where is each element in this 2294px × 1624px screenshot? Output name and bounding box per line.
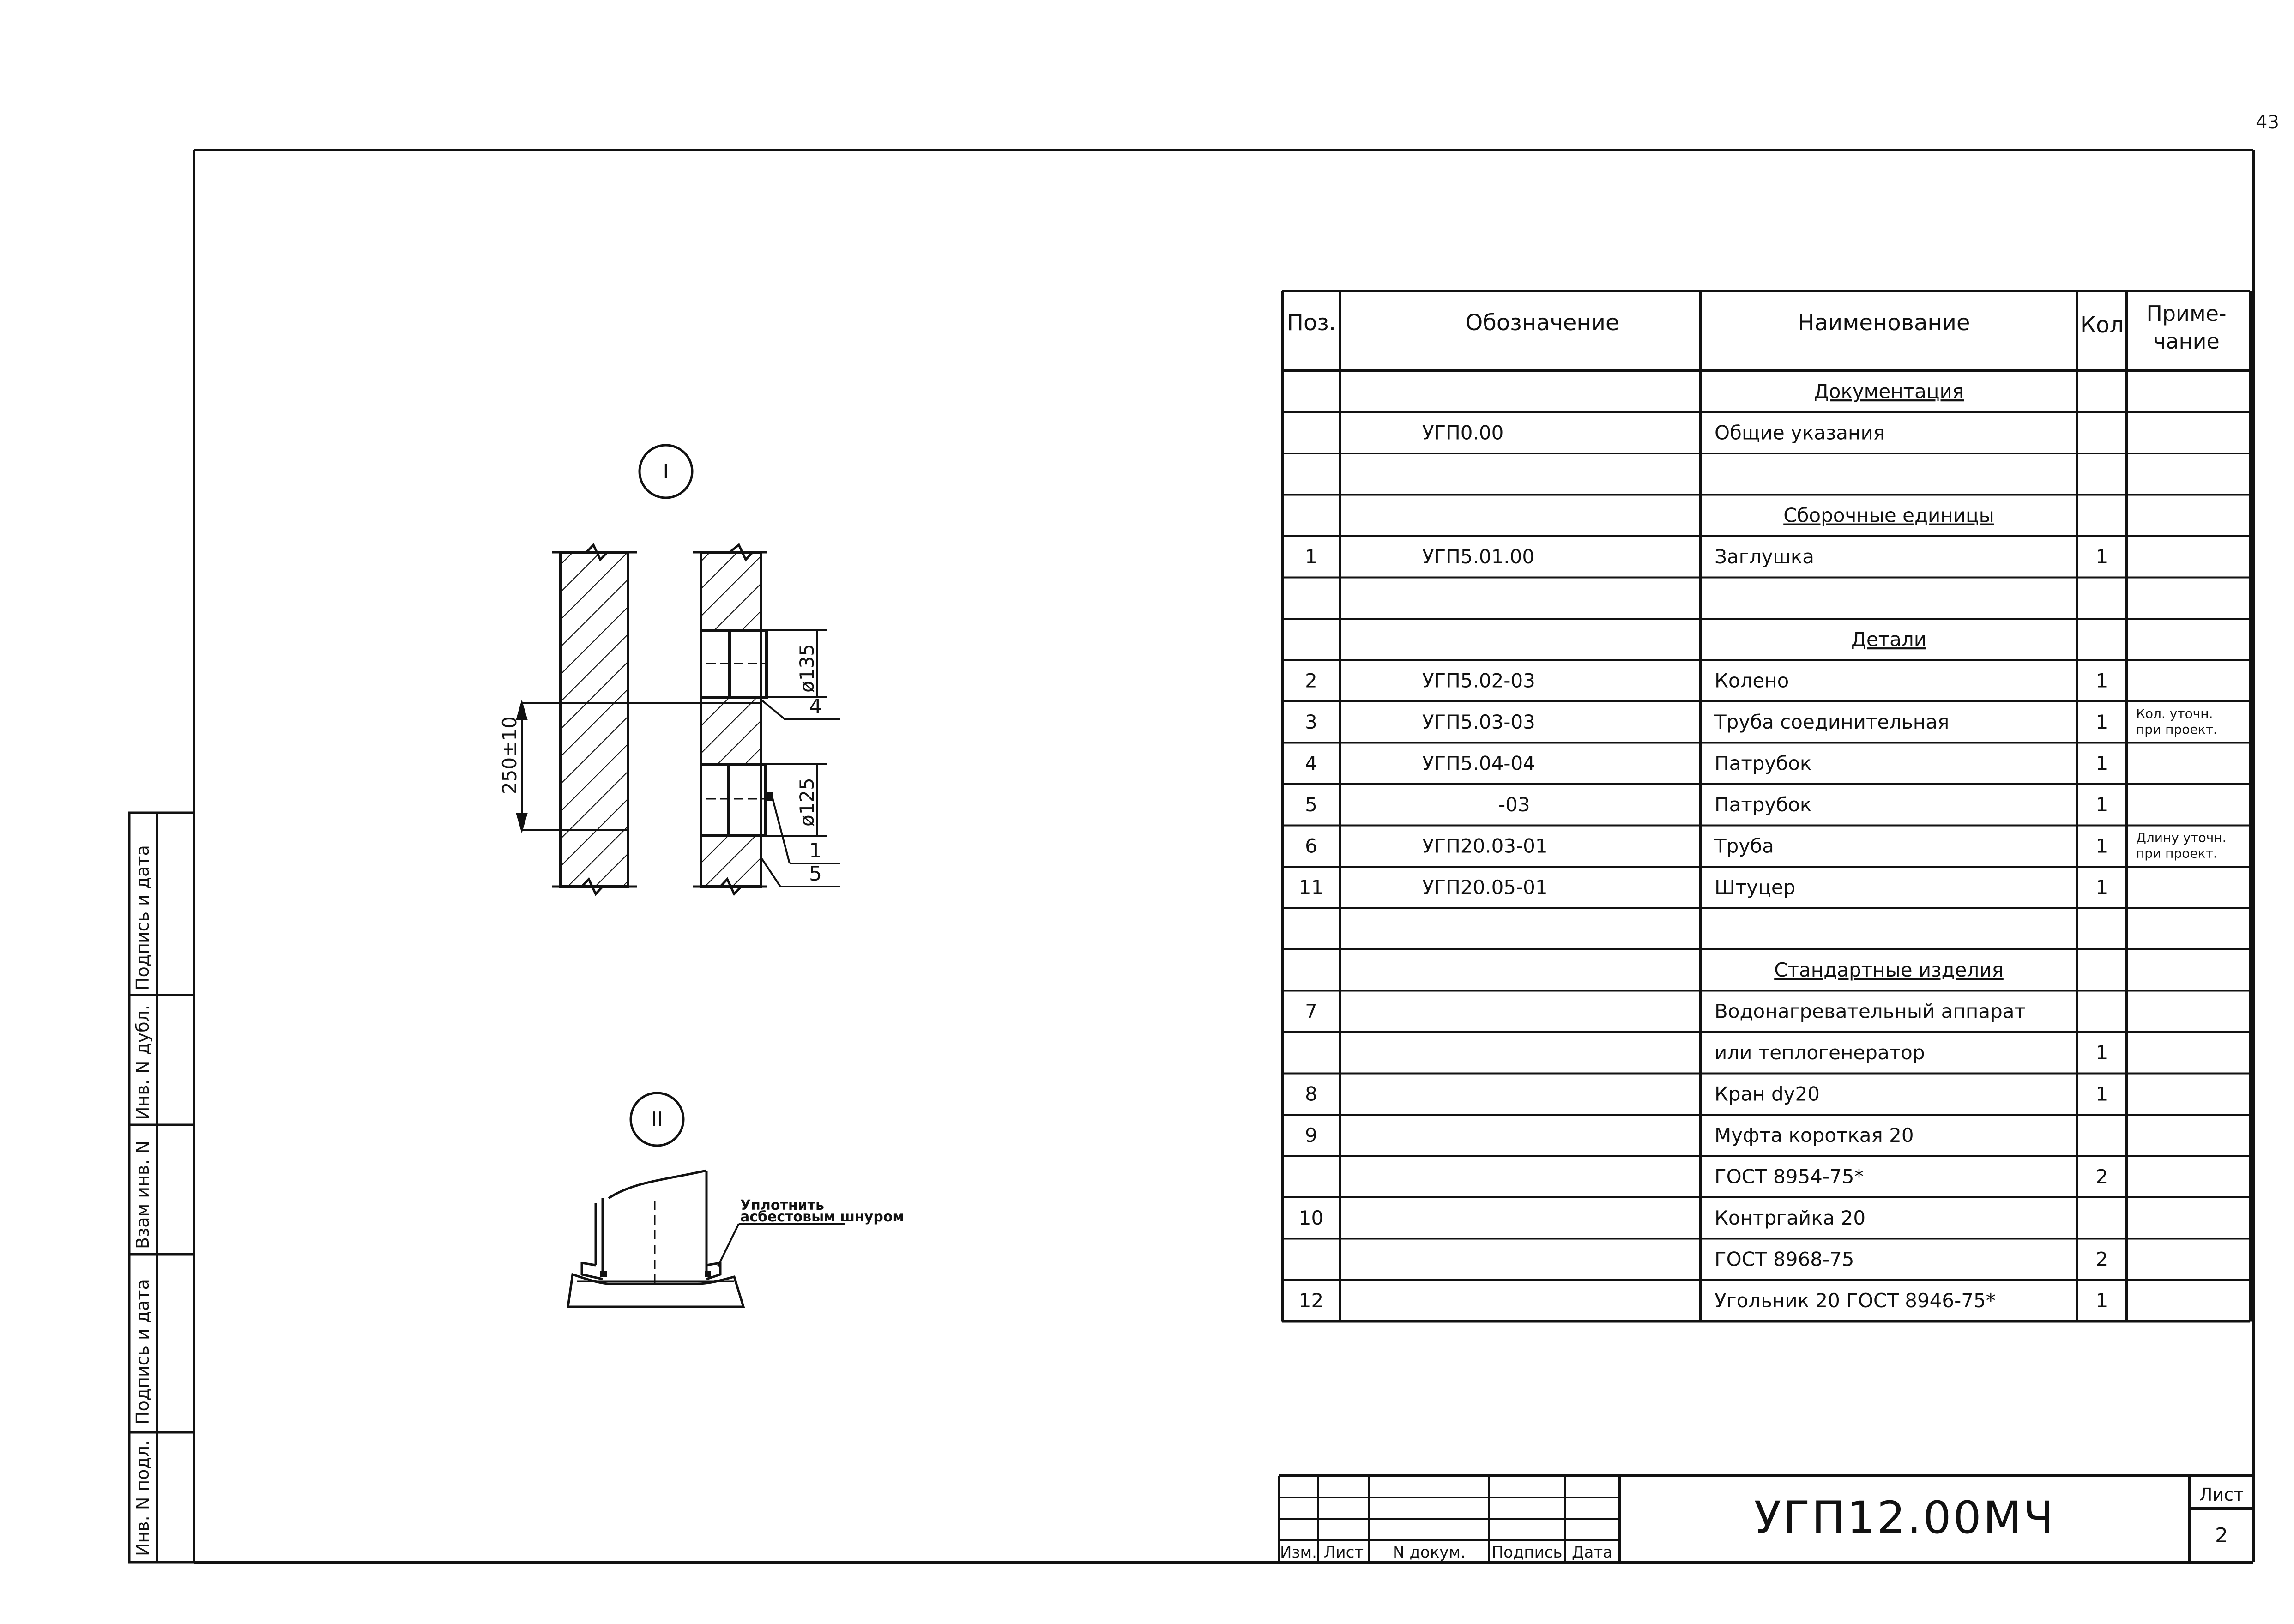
header-note-line2: чание xyxy=(2153,329,2220,354)
sheet-number: 2 xyxy=(2215,1524,2228,1547)
table-cell-pos: 12 xyxy=(1299,1289,1323,1312)
title-label-doc: N докум. xyxy=(1393,1543,1466,1562)
table-cell-designation: УГП20.05-01 xyxy=(1422,876,1548,899)
table-cell-designation: УГП0.00 xyxy=(1422,422,1503,444)
view-1: I xyxy=(498,444,840,896)
table-cell-name: или теплогенератор xyxy=(1714,1041,1925,1064)
side-stamp-field-3: Взам инв. N xyxy=(133,1141,153,1249)
leader-label-4: 4 xyxy=(809,695,822,718)
table-cell-designation: УГП5.03-03 xyxy=(1422,711,1535,733)
document-code: УГП12.00МЧ xyxy=(1754,1492,2056,1544)
title-block: Изм. Лист N докум. Подпись Дата УГП12.00… xyxy=(1278,1474,2253,1562)
side-stamp-field-4: Инв. N дубл. xyxy=(133,1005,153,1120)
view-2: II Уплотнить асбестовым шнуром xyxy=(567,1092,904,1308)
table-cell-name: Труба xyxy=(1714,835,1774,857)
header-qty: Кол xyxy=(2080,312,2124,338)
table-cell-pos: 5 xyxy=(1305,793,1317,816)
table-cell-name: Муфта короткая 20 xyxy=(1714,1124,1914,1147)
view-1-label: I xyxy=(663,460,669,483)
table-cell-name: Водонагревательный аппарат xyxy=(1714,1000,2026,1023)
view-2-marker xyxy=(629,1092,685,1147)
leader-label-5: 5 xyxy=(809,862,822,886)
table-cell-section-title: Детали xyxy=(1851,628,1926,651)
side-stamp-field-5: Подпись и дата xyxy=(133,845,153,990)
table-cell-section-title: Сборочные единицы xyxy=(1783,504,1994,527)
table-cell-qty: 1 xyxy=(2096,835,2108,857)
table-cell-qty: 1 xyxy=(2096,1041,2108,1064)
table-cell-name: Кран dy20 xyxy=(1714,1083,1820,1105)
table-cell-pos: 8 xyxy=(1305,1083,1317,1105)
table-cell-pos: 7 xyxy=(1305,1000,1317,1023)
table-cell-qty: 1 xyxy=(2096,876,2108,899)
table-cell-pos: 1 xyxy=(1305,545,1317,568)
table-cell-name: Угольник 20 ГОСТ 8946-75* xyxy=(1714,1289,1996,1312)
table-cell-qty: 2 xyxy=(2096,1248,2108,1271)
table-cell-qty: 1 xyxy=(2096,545,2108,568)
title-label-signature: Подпись xyxy=(1492,1543,1563,1562)
view-1-marker xyxy=(638,444,694,499)
table-cell-qty: 1 xyxy=(2096,1289,2108,1312)
title-label-date: Дата xyxy=(1572,1543,1612,1562)
table-cell-pos: 4 xyxy=(1305,752,1317,775)
title-label-list: Лист xyxy=(1324,1543,1364,1562)
table-cell-pos: 10 xyxy=(1299,1207,1323,1229)
table-cell-name: Общие указания xyxy=(1714,422,1885,444)
sheet-frame xyxy=(193,149,2255,1564)
view-2-note-line2: асбестовым шнуром xyxy=(740,1209,904,1225)
table-cell-designation: УГП5.01.00 xyxy=(1422,545,1534,568)
table-cell-name: ГОСТ 8968-75 xyxy=(1714,1248,1854,1271)
view-2-label: II xyxy=(651,1108,663,1131)
view-2-note-line1: Уплотнить xyxy=(740,1197,824,1213)
table-cell-name: ГОСТ 8954-75* xyxy=(1714,1165,1864,1188)
table-cell-name: Штуцер xyxy=(1714,876,1795,899)
table-cell-qty: 1 xyxy=(2096,793,2108,816)
table-cell-qty: 1 xyxy=(2096,1083,2108,1105)
table-cell-name: Труба соединительная xyxy=(1714,711,1949,733)
leader-label-1: 1 xyxy=(809,839,822,863)
table-cell-pos: 9 xyxy=(1305,1124,1317,1147)
table-cell-section-title: Документация xyxy=(1814,380,1964,403)
table-cell-name: Контргайка 20 xyxy=(1714,1207,1865,1229)
table-cell-note: при проект. xyxy=(2136,846,2217,861)
table-cell-name: Патрубок xyxy=(1714,793,1811,816)
title-label-izm: Изм. xyxy=(1280,1543,1317,1562)
table-cell-designation: -03 xyxy=(1498,793,1530,816)
sheet-label: Лист xyxy=(2199,1485,2244,1505)
table-cell-section-title: Стандартные изделия xyxy=(1774,959,2004,981)
table-cell-note: Кол. уточн. xyxy=(2136,706,2213,721)
table-cell-qty: 1 xyxy=(2096,670,2108,692)
table-cell-pos: 11 xyxy=(1299,876,1323,899)
table-cell-pos: 3 xyxy=(1305,711,1317,733)
table-cell-note: при проект. xyxy=(2136,722,2217,737)
table-cell-designation: УГП5.04-04 xyxy=(1422,752,1535,775)
table-cell-name: Колено xyxy=(1714,670,1789,692)
page-number: 43 xyxy=(2256,112,2279,133)
side-stamp: Инв. N подл. Подпись и дата Взам инв. N … xyxy=(128,811,195,1564)
header-note-line1: Приме- xyxy=(2146,301,2226,326)
spec-table: Поз. Обозначение Наименование Кол Приме-… xyxy=(1281,290,2252,1323)
header-name: Наименование xyxy=(1798,310,1970,336)
header-pos: Поз. xyxy=(1287,310,1336,336)
dim-d125-label: ø125 xyxy=(796,778,818,827)
side-stamp-field-1: Инв. N подл. xyxy=(133,1440,153,1556)
table-cell-pos: 2 xyxy=(1305,670,1317,692)
table-cell-name: Заглушка xyxy=(1714,545,1814,568)
table-cell-note: Длину уточн. xyxy=(2136,830,2227,845)
dim-height-label: 250±10 xyxy=(498,716,521,794)
dim-d135-label: ø135 xyxy=(796,644,818,693)
side-stamp-field-2: Подпись и дата xyxy=(133,1279,153,1425)
table-cell-qty: 1 xyxy=(2096,752,2108,775)
table-cell-pos: 6 xyxy=(1305,835,1317,857)
table-cell-qty: 1 xyxy=(2096,711,2108,733)
table-cell-designation: УГП5.02-03 xyxy=(1422,670,1535,692)
table-cell-designation: УГП20.03-01 xyxy=(1422,835,1548,857)
table-cell-qty: 2 xyxy=(2096,1165,2108,1188)
table-cell-name: Патрубок xyxy=(1714,752,1811,775)
header-designation: Обозначение xyxy=(1465,310,1619,336)
